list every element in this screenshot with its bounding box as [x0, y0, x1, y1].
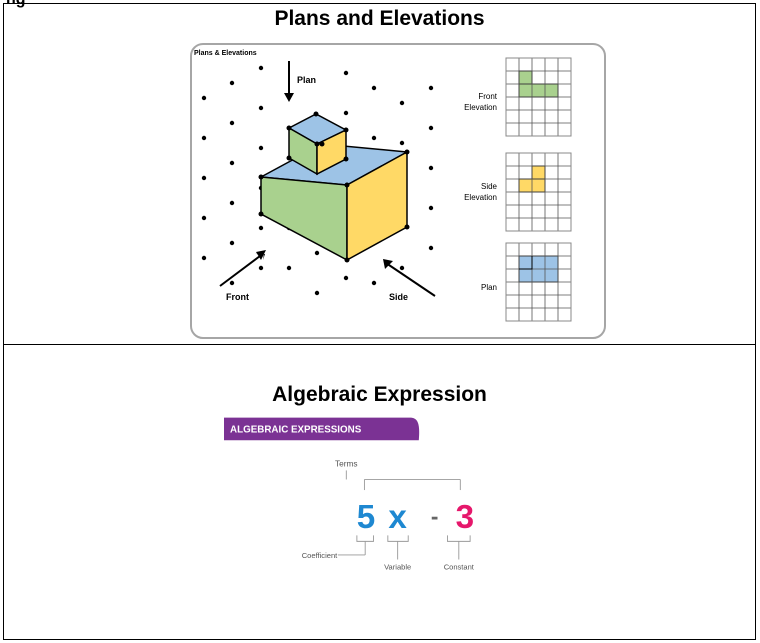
grid-dot [258, 225, 264, 231]
terms-bracket [345, 470, 461, 491]
coefficient-label: Coefficient [302, 551, 338, 560]
grid-fill [518, 70, 533, 85]
grid-fill [518, 83, 559, 98]
table-row-plans: Plans and Elevations Plans & Elevations [4, 4, 755, 345]
grid-dot [371, 135, 377, 141]
grid-dot [343, 275, 349, 281]
grid-dot [314, 250, 320, 256]
front-elevation-label-1: Front [478, 92, 497, 101]
operator-value: - [431, 503, 439, 529]
algebra-heading: Algebraic Expression [272, 383, 487, 406]
grid-dot [343, 70, 349, 76]
grid-dot [258, 65, 264, 71]
constant-value: 3 [456, 499, 474, 536]
grid-dot [229, 200, 235, 206]
table-row-algebra: Algebraic Expression ALGEBRAIC EXPRESSIO… [4, 345, 755, 641]
front-arrow-label: Front [226, 292, 249, 302]
grid-dot [229, 160, 235, 166]
grid-dot [428, 245, 434, 251]
grid-border [505, 152, 572, 232]
algebraic-expression-figure: ALGEBRAIC EXPRESSIONS Terms 5 x - 3 [224, 407, 475, 586]
grid-dot [258, 265, 264, 271]
grid-dot [286, 265, 292, 271]
grid-dot [428, 205, 434, 211]
panel-title: Plans & Elevations [194, 50, 257, 57]
coefficient-value: 5 [357, 499, 375, 536]
plan-view-grid [505, 242, 572, 322]
grid-dot [399, 140, 405, 146]
grid-dot [258, 145, 264, 151]
terms-label: Terms [335, 459, 358, 469]
grid-dot [371, 280, 377, 286]
constant-label: Constant [444, 562, 475, 571]
grid-dot [399, 265, 405, 271]
grid-dot [201, 175, 207, 181]
side-elevation-grid [505, 152, 572, 232]
grid-dot [201, 255, 207, 261]
grid-dot [428, 125, 434, 131]
grid-dot [428, 85, 434, 91]
grid-dot [201, 95, 207, 101]
plans-elevations-figure: Plans & Elevations [190, 43, 606, 339]
banner-text: ALGEBRAIC EXPRESSIONS [230, 425, 362, 436]
grid-dot [201, 135, 207, 141]
front-elevation-grid [505, 57, 572, 137]
solid-vertices [258, 111, 410, 263]
grid-border [505, 57, 572, 137]
document-table: Plans and Elevations Plans & Elevations [3, 3, 756, 640]
cube-footprint-outline [519, 256, 533, 270]
grid-fill [531, 165, 546, 180]
side-arrow-label: Side [389, 292, 408, 302]
variable-value: x [388, 499, 407, 536]
grid-dot [428, 165, 434, 171]
grid-dot [201, 215, 207, 221]
side-elevation-label-1: Side [481, 182, 498, 191]
front-elevation-label-2: Elevation [464, 103, 497, 112]
grid-border [505, 242, 572, 322]
grid-dot [229, 240, 235, 246]
banner-shape [224, 417, 420, 441]
plan-arrow-label: Plan [297, 75, 316, 85]
cut-off-heading-fragment: ng [6, 0, 26, 9]
side-elevation-label-2: Elevation [464, 193, 497, 202]
grid-dot [343, 110, 349, 116]
grid-dot [229, 120, 235, 126]
plan-view-label: Plan [481, 283, 497, 292]
grid-dot [229, 80, 235, 86]
grid-dot [314, 290, 320, 296]
variable-label: Variable [384, 562, 411, 571]
grid-dot [229, 280, 235, 286]
grid-dot [258, 105, 264, 111]
side-arrow-icon [385, 262, 436, 297]
plans-heading: Plans and Elevations [274, 7, 485, 30]
dot-grid [201, 65, 434, 296]
grid-dot [399, 100, 405, 106]
front-arrow-icon [219, 255, 261, 287]
grid-dot [371, 85, 377, 91]
